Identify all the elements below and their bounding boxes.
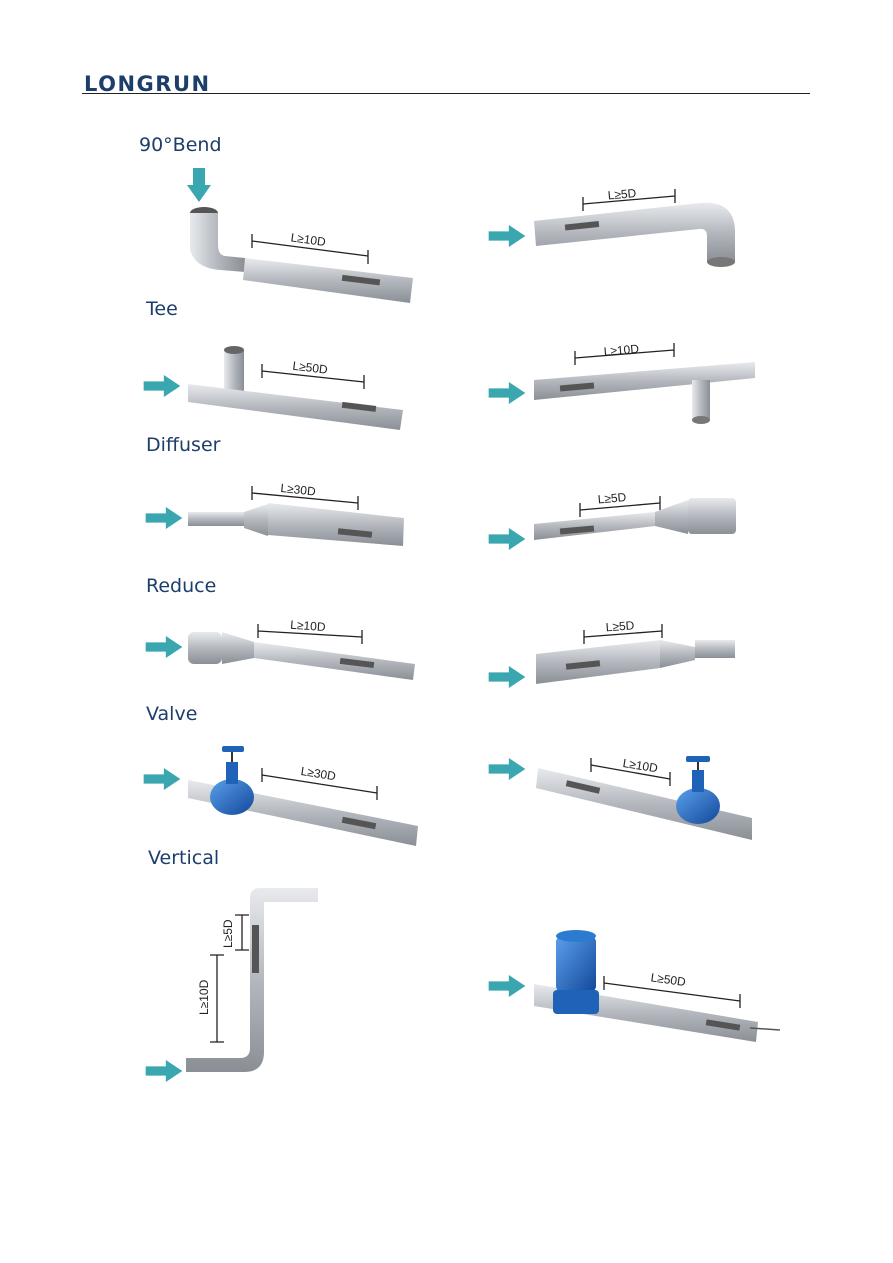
dim-label-tee-left: L≥50D: [292, 359, 329, 377]
dim-label-diffuser-left: L≥30D: [280, 481, 317, 499]
dim-label-bend-right: L≥5D: [607, 186, 637, 202]
diagram-reduce-left: [145, 632, 415, 680]
dim-label-bend-left: L≥10D: [290, 230, 327, 249]
dim-label-reduce-right: L≥5D: [605, 618, 635, 634]
diagram-diffuser-right: [488, 498, 736, 550]
section-title-reduce: Reduce: [146, 575, 217, 597]
section-title-valve: Valve: [146, 703, 198, 725]
section-title-diffuser: Diffuser: [146, 434, 221, 456]
dim-label-vertical-short: L≥5D: [221, 919, 235, 948]
dim-label-vertical-long: L≥10D: [197, 979, 211, 1015]
diagram-diffuser-left: [145, 503, 404, 546]
diagram-vertical-right: [488, 930, 781, 1042]
dim-label-pump: L≥50D: [650, 970, 687, 989]
diagram-reduce-right: [488, 640, 735, 688]
diagram-tee-right: [488, 362, 755, 424]
diagram-bend-right: [488, 202, 735, 267]
diagram-bend-left: [187, 168, 413, 303]
diagram-tee-left: [143, 346, 403, 430]
diagram-valve-right: [488, 756, 752, 840]
dim-label-tee-right: L≥10D: [603, 342, 640, 359]
brand-logo: LONGRUN: [84, 72, 211, 96]
section-title-bend: 90°Bend: [139, 134, 222, 156]
dim-label-valve-left: L≥30D: [300, 764, 337, 783]
header-rule: [82, 93, 810, 94]
section-title-vertical: Vertical: [148, 847, 220, 869]
diagram-vertical-left: [145, 888, 318, 1082]
diagram-valve-left: [143, 746, 418, 846]
dimension-lines: [210, 189, 741, 1043]
dim-label-valve-right: L≥10D: [622, 756, 659, 775]
section-title-tee: Tee: [146, 298, 178, 320]
dim-label-reduce-left: L≥10D: [290, 618, 326, 634]
dim-label-diffuser-right: L≥5D: [597, 490, 627, 506]
